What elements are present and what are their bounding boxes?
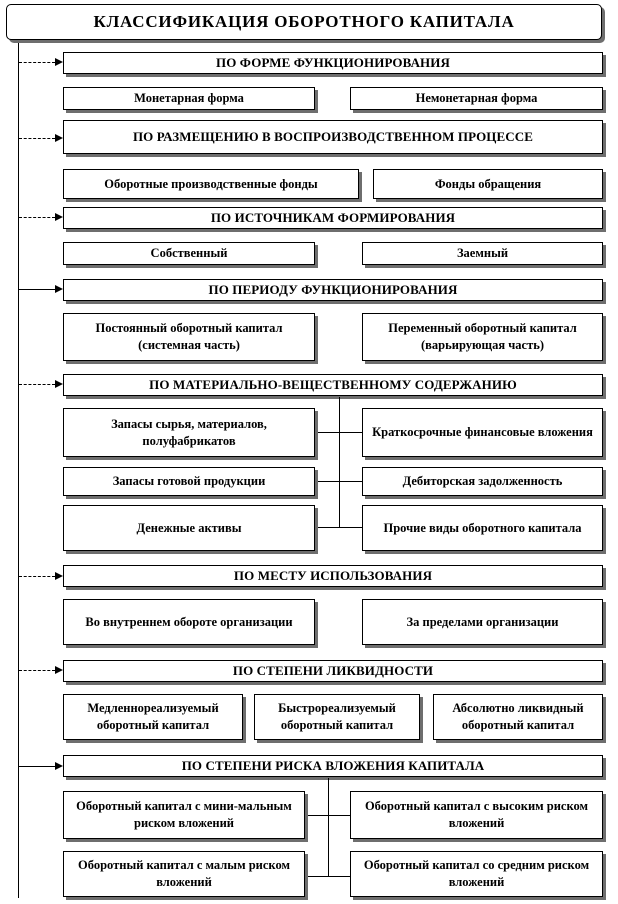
- item-internal-turnover: Во внутреннем обороте организации: [63, 599, 315, 645]
- arrowhead-1: [55, 58, 63, 66]
- header-placement-in-process: ПО РАЗМЕЩЕНИЮ В ВОСПРОИЗВОДСТВЕННОМ ПРОЦ…: [63, 120, 603, 154]
- item-finished-goods-stocks: Запасы готовой продукции: [63, 467, 315, 496]
- item-receivables: Дебиторская задолженность: [362, 467, 603, 496]
- item-medium-risk: Оборотный капитал со средним риском влож…: [350, 851, 603, 897]
- risk-connector-vertical: [328, 778, 329, 876]
- connector-arrow-1: [19, 62, 55, 63]
- item-monetary-form: Монетарная форма: [63, 87, 315, 110]
- arrowhead-5: [55, 380, 63, 388]
- connector-arrow-7: [19, 670, 55, 671]
- header-sources-of-formation: ПО ИСТОЧНИКАМ ФОРМИРОВАНИЯ: [63, 207, 603, 229]
- header-form-of-functioning: ПО ФОРМЕ ФУНКЦИОНИРОВАНИЯ: [63, 52, 603, 74]
- arrowhead-4: [55, 285, 63, 293]
- inner-connector-vertical: [339, 397, 340, 527]
- header-liquidity-degree: ПО СТЕПЕНИ ЛИКВИДНОСТИ: [63, 660, 603, 682]
- risk-connector-2: [305, 876, 350, 877]
- item-short-term-investments: Краткосрочные финансовые вложения: [362, 408, 603, 457]
- item-variable-capital: Переменный оборотный капитал (варьирующа…: [362, 313, 603, 361]
- item-own-capital: Собственный: [63, 242, 315, 265]
- item-slow-realizable: Медленнореализуемый оборотный капитал: [63, 694, 243, 740]
- header-place-of-use: ПО МЕСТУ ИСПОЛЬЗОВАНИЯ: [63, 565, 603, 587]
- item-high-risk: Оборотный капитал с высоким риском вложе…: [350, 791, 603, 839]
- connector-line-8: [19, 766, 55, 767]
- header-investment-risk: ПО СТЕПЕНИ РИСКА ВЛОЖЕНИЯ КАПИТАЛА: [63, 755, 603, 777]
- item-cash-assets: Денежные активы: [63, 505, 315, 551]
- item-minimal-risk: Оборотный капитал с мини-мальным риском …: [63, 791, 305, 839]
- risk-connector-1: [305, 815, 350, 816]
- item-other-capital: Прочие виды оборотного капитала: [362, 505, 603, 551]
- item-production-funds: Оборотные производственные фонды: [63, 169, 359, 199]
- left-spine-line: [18, 40, 19, 898]
- arrowhead-2: [55, 134, 63, 142]
- item-raw-materials-stocks: Запасы сырья, материалов, полуфабрикатов: [63, 408, 315, 457]
- header-functioning-period: ПО ПЕРИОДУ ФУНКЦИОНИРОВАНИЯ: [63, 279, 603, 301]
- header-material-content: ПО МАТЕРИАЛЬНО-ВЕЩЕСТВЕННОМУ СОДЕРЖАНИЮ: [63, 374, 603, 396]
- arrowhead-6: [55, 572, 63, 580]
- connector-arrow-6: [19, 576, 55, 577]
- item-outside-organization: За пределами организации: [362, 599, 603, 645]
- item-non-monetary-form: Немонетарная форма: [350, 87, 603, 110]
- arrowhead-3: [55, 213, 63, 221]
- arrowhead-7: [55, 666, 63, 674]
- connector-arrow-2: [19, 138, 55, 139]
- inner-connector-2: [315, 481, 362, 482]
- item-fast-realizable: Быстрореализуемый оборотный капитал: [254, 694, 420, 740]
- diagram-title: КЛАССИФИКАЦИЯ ОБОРОТНОГО КАПИТАЛА: [6, 4, 602, 40]
- item-low-risk: Оборотный капитал с малым риском вложени…: [63, 851, 305, 897]
- connector-line-4: [19, 289, 55, 290]
- item-permanent-capital: Постоянный оборотный капитал (системная …: [63, 313, 315, 361]
- item-borrowed-capital: Заемный: [362, 242, 603, 265]
- arrowhead-8: [55, 762, 63, 770]
- connector-arrow-5: [19, 384, 55, 385]
- inner-connector-3: [315, 527, 362, 528]
- item-absolutely-liquid: Абсолютно ликвидный оборотный капитал: [433, 694, 603, 740]
- inner-connector-1: [315, 432, 362, 433]
- item-circulation-funds: Фонды обращения: [373, 169, 603, 199]
- connector-arrow-3: [19, 217, 55, 218]
